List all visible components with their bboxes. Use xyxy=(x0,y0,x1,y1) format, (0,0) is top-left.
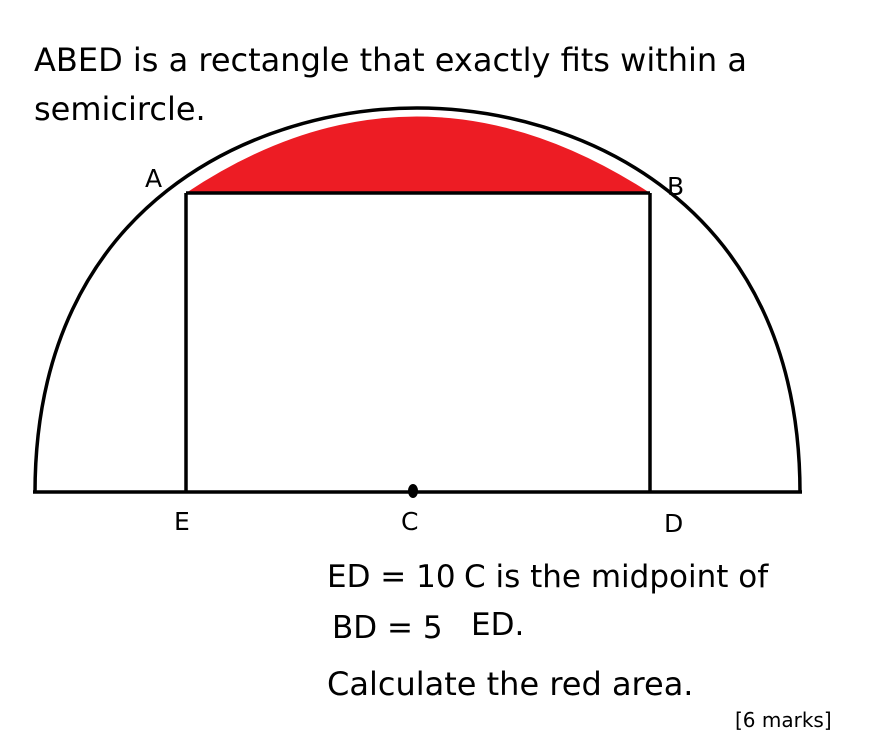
given-ed: ED = 10 xyxy=(327,559,456,595)
marks-label: [6 marks] xyxy=(735,708,832,732)
label-b: B xyxy=(667,172,685,201)
semicircle-arc xyxy=(33,106,802,494)
red-segment xyxy=(186,116,650,193)
task-text: Calculate the red area. xyxy=(327,665,694,703)
given-bd: BD = 5 xyxy=(332,610,443,646)
question-text: ABED is a rectangle that exactly fits wi… xyxy=(34,36,794,134)
midpoint-c-dot xyxy=(408,484,418,498)
given-c-line-1: C is the midpoint of xyxy=(464,559,769,595)
label-d: D xyxy=(664,509,684,538)
given-c-line-2: ED. xyxy=(471,607,525,643)
label-a: A xyxy=(145,164,163,193)
question-line-1: ABED is a rectangle that exactly fits wi… xyxy=(34,41,747,79)
label-e: E xyxy=(174,507,190,536)
question-line-2: semicircle. xyxy=(34,90,206,128)
label-c: C xyxy=(401,507,419,536)
